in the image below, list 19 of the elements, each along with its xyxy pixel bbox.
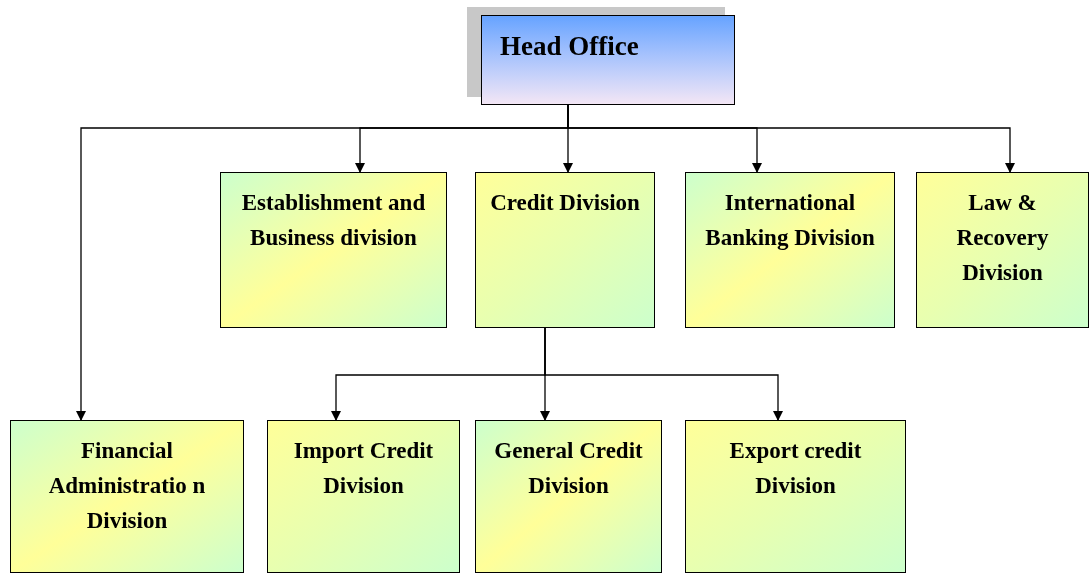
division-box (267, 420, 460, 573)
division-box (916, 172, 1089, 328)
box-label: Establishment and Business division (240, 189, 427, 252)
box-label: Export credit Division (728, 437, 863, 500)
box-label: Financial Administratio n Division (47, 437, 207, 535)
division-box (475, 172, 655, 328)
division-box (685, 420, 906, 573)
box-label: International Banking Division (704, 189, 876, 252)
division-box (475, 420, 662, 573)
division-box (685, 172, 895, 328)
box-label: Law & Recovery Division (955, 189, 1050, 287)
connector-arrow (544, 327, 783, 421)
box-label: Import Credit Division (292, 437, 435, 500)
box-label: General Credit Division (493, 437, 644, 500)
division-box (220, 172, 447, 328)
head-office-box (481, 15, 735, 105)
box-label: Credit Division (490, 189, 640, 217)
division-box (10, 420, 244, 573)
box-label: Head Office (500, 30, 639, 63)
